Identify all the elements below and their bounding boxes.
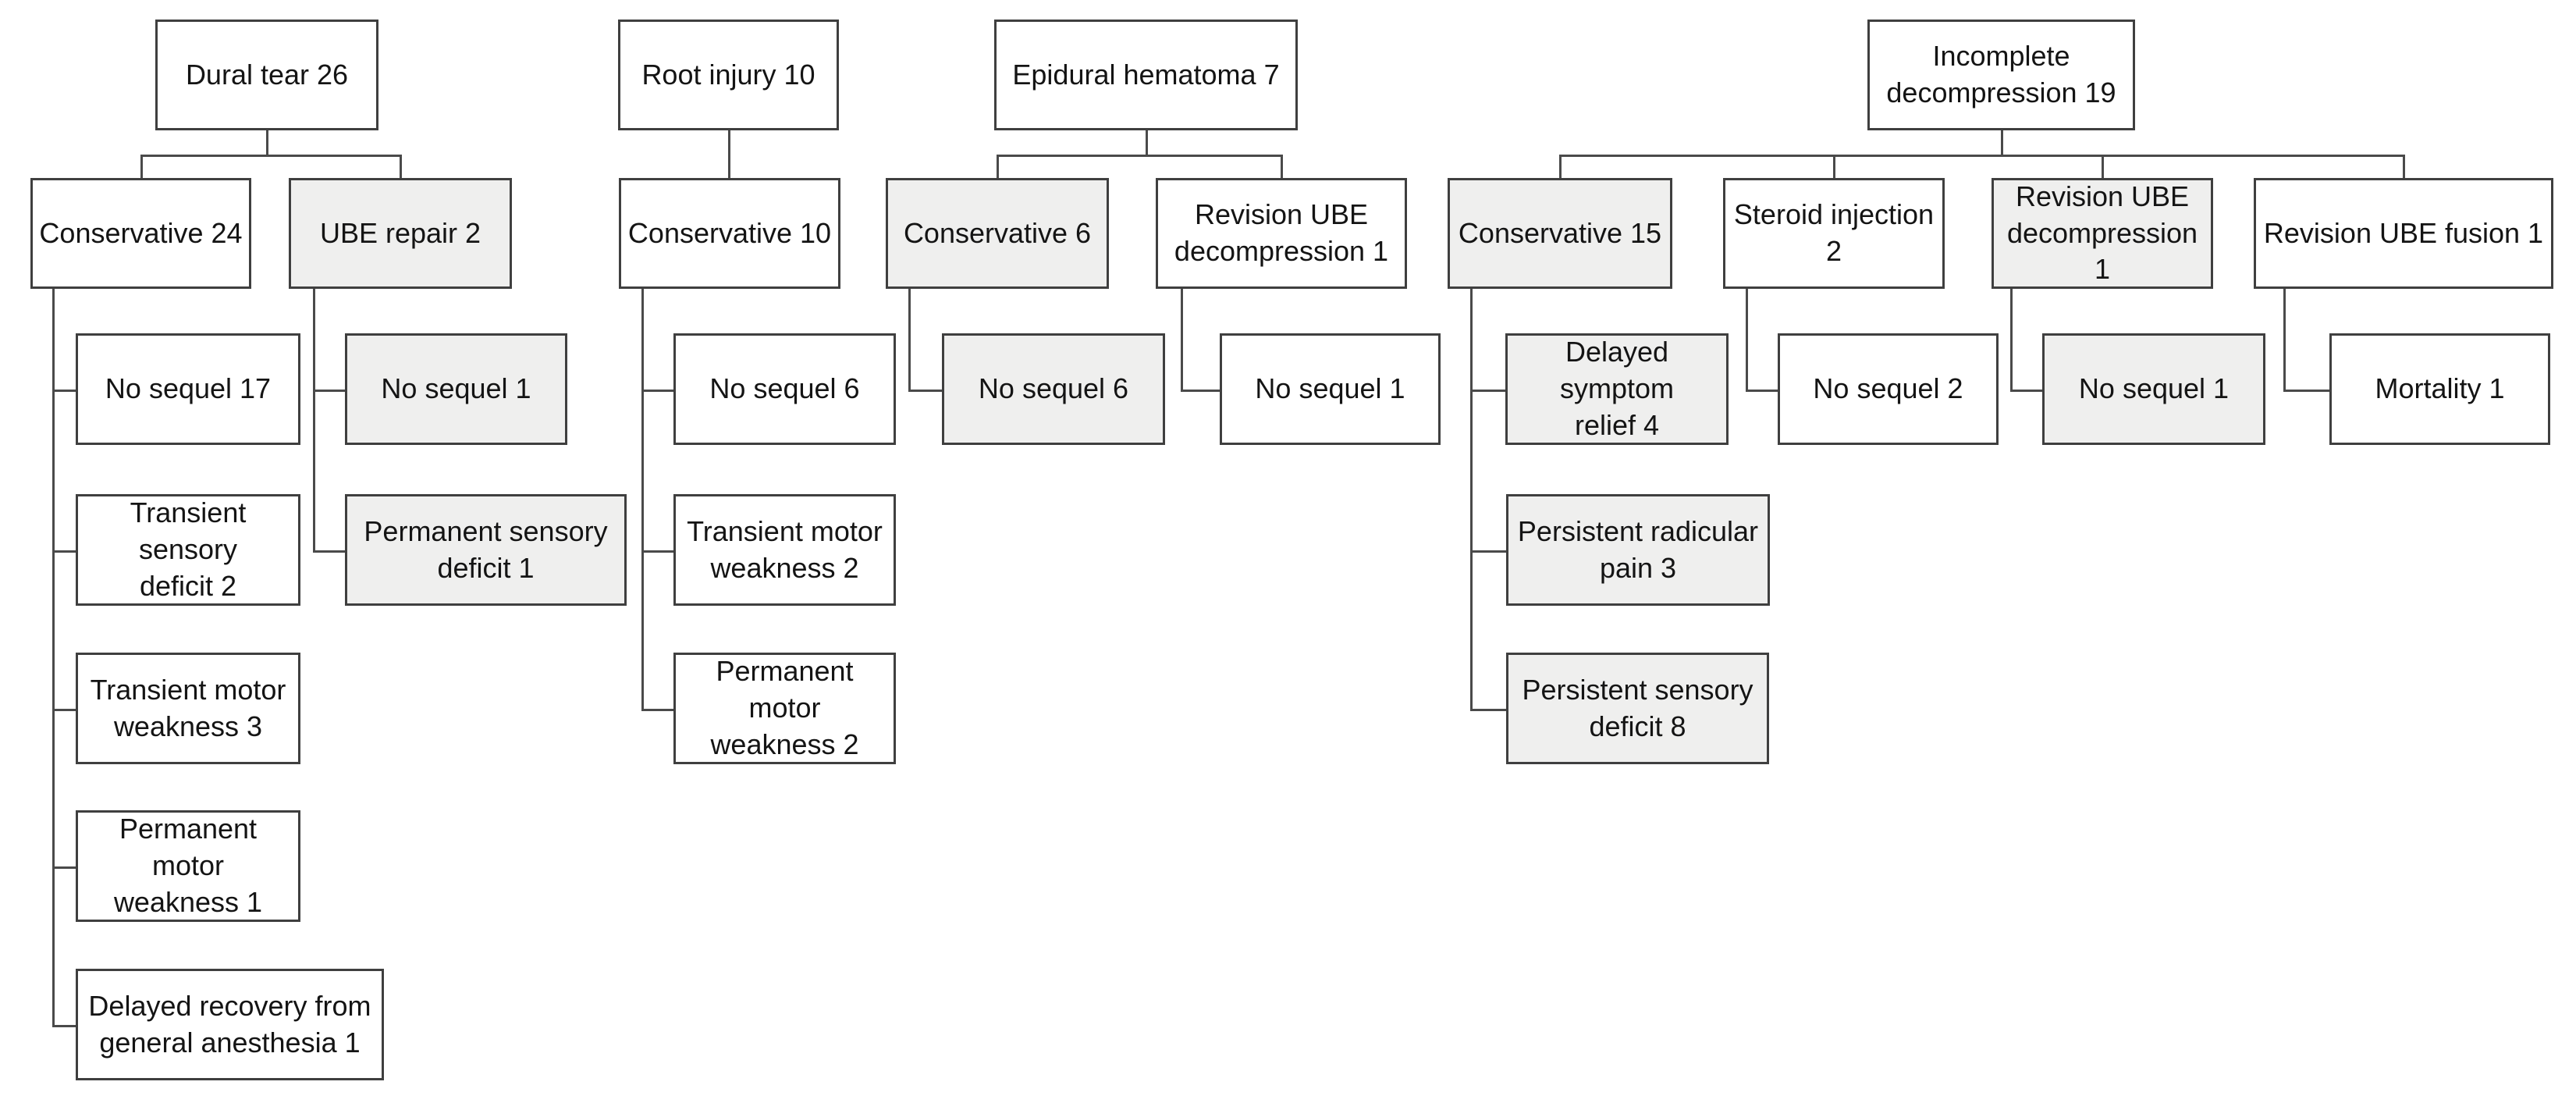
node-no-sequel-2: No sequel 2 bbox=[1778, 333, 1999, 445]
connector-line bbox=[1281, 155, 1283, 178]
node-conservative-24: Conservative 24 bbox=[30, 178, 251, 289]
node-persistent-radicular-pain-3: Persistent radicular pain 3 bbox=[1506, 494, 1770, 606]
node-revision-ube-fusion-1: Revision UBE fusion 1 bbox=[2254, 178, 2553, 289]
connector-line bbox=[52, 1024, 78, 1027]
connector-line bbox=[266, 130, 268, 155]
connector-line bbox=[2010, 389, 2045, 392]
connector-line bbox=[641, 550, 676, 553]
connector-line bbox=[2001, 130, 2003, 155]
connector-line bbox=[1181, 289, 1183, 391]
node-no-sequel-1: No sequel 1 bbox=[2042, 333, 2265, 445]
connector-line bbox=[313, 389, 347, 392]
node-steroid-injection-2: Steroid injection 2 bbox=[1723, 178, 1945, 289]
connector-line bbox=[641, 708, 676, 711]
node-root-injury-10: Root injury 10 bbox=[618, 20, 839, 130]
node-ube-repair-2: UBE repair 2 bbox=[289, 178, 512, 289]
node-revision-ube-decompression-1: Revision UBE decompression 1 bbox=[1992, 178, 2213, 289]
node-no-sequel-1: No sequel 1 bbox=[345, 333, 567, 445]
node-revision-ube-decompression-1: Revision UBE decompression 1 bbox=[1156, 178, 1407, 289]
connector-line bbox=[1746, 289, 1748, 391]
node-incomplete-decompression-19: Incomplete decompression 19 bbox=[1867, 20, 2135, 130]
node-mortality-1: Mortality 1 bbox=[2329, 333, 2550, 445]
connector-line bbox=[1470, 550, 1508, 553]
node-delayed-symptom-relief-4: Delayed symptom relief 4 bbox=[1505, 333, 1729, 445]
connector-line bbox=[2403, 155, 2405, 178]
connector-line bbox=[1833, 155, 1835, 178]
connector-line bbox=[997, 155, 999, 178]
connector-line bbox=[2283, 289, 2286, 391]
node-no-sequel-6: No sequel 6 bbox=[942, 333, 1165, 445]
connector-line bbox=[1470, 708, 1508, 711]
node-epidural-hematoma-7: Epidural hematoma 7 bbox=[994, 20, 1298, 130]
node-delayed-recovery-from-general-anesthesia-1: Delayed recovery from general anesthesia… bbox=[76, 969, 384, 1080]
node-persistent-sensory-deficit-8: Persistent sensory deficit 8 bbox=[1506, 653, 1769, 764]
connector-line bbox=[1559, 155, 2405, 157]
connector-line bbox=[313, 550, 347, 553]
connector-line bbox=[52, 289, 55, 1027]
node-no-sequel-17: No sequel 17 bbox=[76, 333, 300, 445]
connector-line bbox=[1559, 155, 1562, 178]
connector-line bbox=[52, 708, 78, 711]
connector-line bbox=[1470, 289, 1473, 710]
connector-line bbox=[140, 155, 143, 178]
node-conservative-6: Conservative 6 bbox=[886, 178, 1109, 289]
connector-line bbox=[52, 550, 78, 553]
node-permanent-sensory-deficit-1: Permanent sensory deficit 1 bbox=[345, 494, 627, 606]
connector-line bbox=[2102, 155, 2104, 178]
connector-line bbox=[313, 289, 315, 552]
node-conservative-15: Conservative 15 bbox=[1448, 178, 1672, 289]
connector-line bbox=[1746, 389, 1780, 392]
connector-line bbox=[1146, 130, 1148, 155]
connector-line bbox=[1181, 389, 1222, 392]
connector-line bbox=[997, 155, 1283, 157]
connector-line bbox=[908, 289, 911, 391]
connector-line bbox=[52, 866, 78, 869]
node-transient-motor-weakness-3: Transient motor weakness 3 bbox=[76, 653, 300, 764]
node-permanent-motor-weakness-2: Permanent motor weakness 2 bbox=[673, 653, 896, 764]
node-dural-tear-26: Dural tear 26 bbox=[155, 20, 378, 130]
connector-line bbox=[2283, 389, 2332, 392]
node-transient-motor-weakness-2: Transient motor weakness 2 bbox=[673, 494, 896, 606]
node-permanent-motor-weakness-1: Permanent motor weakness 1 bbox=[76, 810, 300, 922]
connector-line bbox=[400, 155, 402, 178]
node-conservative-10: Conservative 10 bbox=[619, 178, 840, 289]
connector-line bbox=[908, 389, 944, 392]
connector-line bbox=[641, 389, 676, 392]
connector-line bbox=[641, 289, 644, 710]
node-transient-sensory-deficit-2: Transient sensory deficit 2 bbox=[76, 494, 300, 606]
connector-line bbox=[52, 389, 78, 392]
node-no-sequel-1: No sequel 1 bbox=[1220, 333, 1441, 445]
connector-line bbox=[1470, 389, 1508, 392]
node-no-sequel-6: No sequel 6 bbox=[673, 333, 896, 445]
connector-line bbox=[2010, 289, 2013, 391]
connector-line bbox=[728, 130, 730, 178]
connector-line bbox=[140, 155, 402, 157]
